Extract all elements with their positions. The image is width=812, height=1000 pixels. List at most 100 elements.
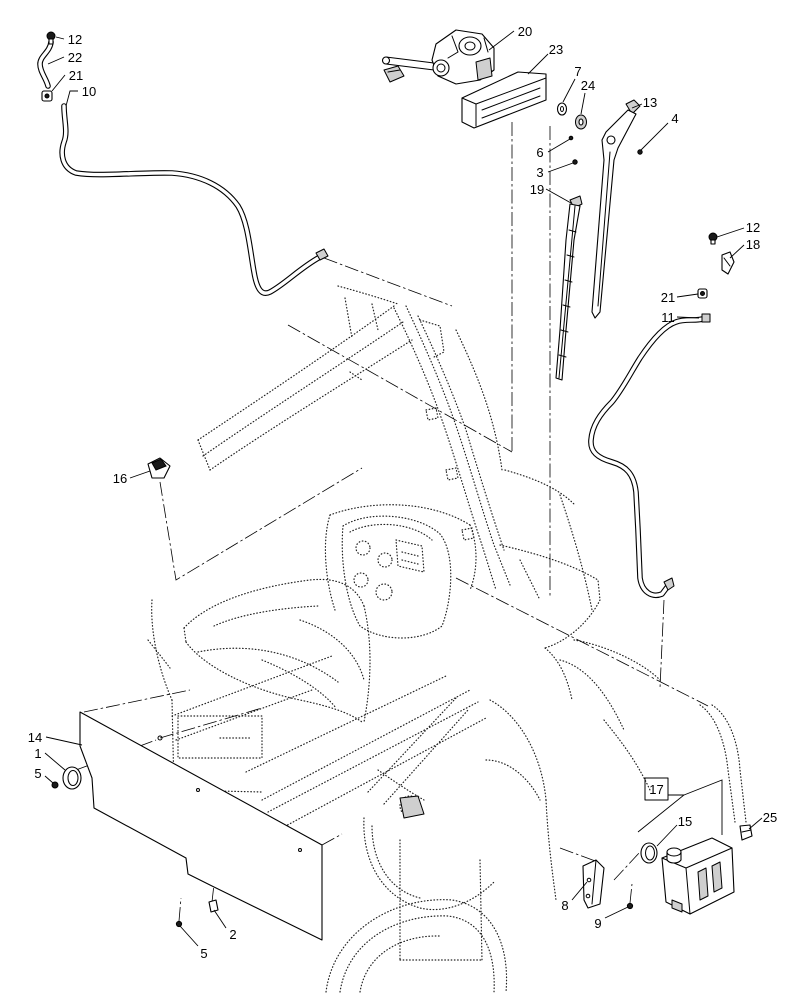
- frame-beam-line: [171, 655, 333, 717]
- cab-wall-line: [519, 559, 541, 601]
- callout-24: 24: [581, 78, 595, 93]
- column-base-line: [363, 817, 495, 911]
- phantom-line: [659, 599, 665, 689]
- blade-body: [555, 203, 581, 381]
- hose-22-inner: [38, 40, 53, 88]
- reservoir-front-edge: [685, 867, 691, 915]
- seat-line: [183, 578, 365, 629]
- motor-cover-23: [461, 71, 547, 129]
- switch-16: [147, 457, 171, 479]
- wiper-motor-20: [381, 29, 495, 85]
- hose-10-outline: [59, 103, 323, 296]
- steering-column-line: [383, 709, 469, 805]
- callout-19: 19: [530, 182, 544, 197]
- leader-line: [562, 78, 576, 103]
- phantom-line: [321, 833, 343, 846]
- motor-detail: [483, 37, 489, 53]
- pillar-line: [393, 307, 497, 591]
- frame-beam-line: [261, 689, 471, 801]
- wiper-blade-19: [555, 195, 583, 381]
- leader-line: [676, 293, 699, 298]
- panel-outline: [79, 711, 323, 941]
- fender-line: [603, 719, 651, 791]
- frame-beam-line: [281, 717, 487, 829]
- phantom-line: [629, 883, 633, 904]
- cab-wall-line: [544, 647, 573, 701]
- clip-hole: [44, 93, 50, 99]
- reservoir-neck-top: [666, 847, 682, 857]
- switch-cluster: [401, 551, 419, 557]
- washer-7: [556, 102, 568, 116]
- fitting-25-body: [739, 824, 753, 841]
- frame-beam-line: [267, 701, 479, 813]
- wheel-arc: [359, 935, 441, 993]
- roof-beam-line: [202, 321, 404, 457]
- reservoir-tube-line: [711, 704, 747, 823]
- frame-left-line: [171, 699, 175, 791]
- callout-13: 13: [643, 95, 657, 110]
- screw-9: [626, 902, 634, 910]
- reservoir-pump: [671, 899, 683, 913]
- bracket-8-hole: [586, 877, 592, 883]
- blade-spine: [558, 205, 576, 379]
- bracket-8-hole: [585, 893, 591, 899]
- washer-hose-11: [588, 313, 711, 598]
- leader-line: [547, 162, 574, 173]
- column-base-line: [371, 825, 421, 899]
- leader-line: [748, 817, 763, 830]
- leader-line: [640, 122, 669, 151]
- callout-17-box: [644, 777, 669, 801]
- bracket-8-fold: [591, 859, 597, 905]
- wiper-arm-13: [591, 99, 641, 319]
- callout-11: 11: [661, 310, 675, 325]
- blade-tick: [560, 329, 569, 333]
- seat-line: [197, 647, 339, 683]
- blade-tick: [562, 304, 571, 308]
- steering-column-line: [367, 697, 457, 793]
- phantom-line: [211, 883, 215, 903]
- fender-line: [559, 659, 625, 731]
- roof-beam-end: [197, 439, 211, 471]
- cap-inner: [645, 845, 655, 861]
- dashboard-line: [329, 504, 471, 526]
- leader-line: [571, 881, 588, 901]
- callout-12: 12: [746, 220, 760, 235]
- leader-line: [44, 752, 66, 771]
- hose-11-nozzle: [701, 313, 711, 323]
- blade-tick: [558, 354, 567, 358]
- seat-line: [185, 641, 363, 723]
- callout-21: 21: [661, 290, 675, 305]
- callout-20: 20: [518, 24, 532, 39]
- pillar-detail: [425, 407, 439, 421]
- callout-14: 14: [28, 730, 42, 745]
- grommet-inner: [67, 770, 79, 786]
- callout-15: 15: [678, 814, 692, 829]
- leader-line: [213, 909, 227, 929]
- instrument-console: [341, 515, 452, 639]
- fender-line: [545, 799, 557, 901]
- callout-12: 12: [68, 32, 82, 47]
- fitting-25: [739, 824, 753, 841]
- steering-joint-block: [399, 795, 425, 819]
- grommet-1: [62, 766, 82, 790]
- frame-left-line: [173, 789, 263, 793]
- phantom-line: [287, 324, 513, 453]
- clip-2: [208, 899, 219, 913]
- frame-left-line: [147, 639, 171, 669]
- cab-wall-line: [504, 469, 576, 506]
- phantom-line: [75, 739, 157, 771]
- pillar-line: [417, 315, 505, 551]
- knob-stem: [48, 38, 54, 45]
- cover-groove: [481, 87, 541, 111]
- leader-line: [45, 736, 83, 746]
- motor-end-cap: [432, 59, 450, 77]
- gauge-icon: [377, 552, 393, 568]
- hose-10-inner: [60, 104, 322, 295]
- phantom-line: [455, 577, 709, 707]
- leader-line: [179, 925, 199, 947]
- panel-hole: [157, 735, 163, 741]
- switch-cluster: [401, 559, 419, 565]
- phantom-line: [159, 707, 263, 739]
- part-3: [572, 159, 578, 165]
